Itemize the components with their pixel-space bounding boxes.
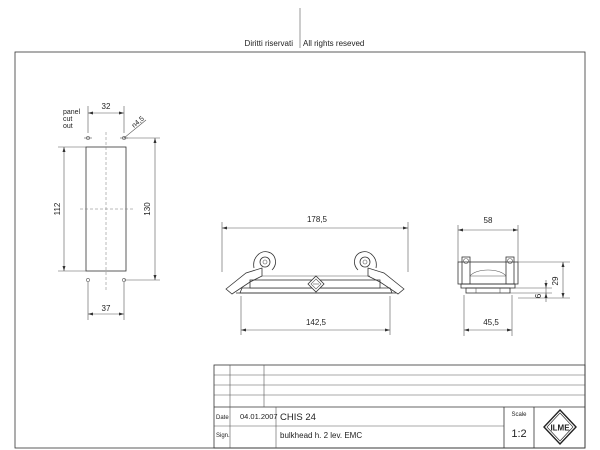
scale-label: Scale xyxy=(511,412,527,418)
side-dim-right-height: 29 xyxy=(551,276,560,285)
side-dim-right-small: 6 xyxy=(534,293,543,298)
logo-text: ILME xyxy=(550,424,570,433)
cutout-dim-bottom: 37 xyxy=(102,304,111,313)
cutout-dim-height-right: 130 xyxy=(143,202,152,216)
cutout-dim-hole: n4,5 xyxy=(131,115,146,129)
front-dim-bottom: 142,5 xyxy=(306,318,327,327)
sign-label: Sign. xyxy=(216,433,230,439)
cutout-dim-height-left: 112 xyxy=(53,202,62,215)
rights-reserved-italian: Diritti riservati xyxy=(245,39,294,48)
front-dim-top: 178,5 xyxy=(307,215,328,224)
title-block: Date 04.01.2007 Sign. CHIS 24 bulkhead h… xyxy=(213,364,586,449)
cutout-label-cut: cut xyxy=(63,116,72,123)
cutout-label-out: out xyxy=(63,123,73,130)
front-view: 178,5 142,5 xyxy=(221,215,409,335)
rights-reserved-english: All rights reseved xyxy=(303,39,364,48)
cutout-dim-top: 32 xyxy=(102,102,111,111)
side-dim-top: 58 xyxy=(484,216,493,225)
side-dim-bottom: 45,5 xyxy=(483,318,499,327)
scale-value: 1:2 xyxy=(511,428,526,440)
panel-cutout-view: panel cut out 32 n4,5 112 xyxy=(53,102,160,320)
product-description: bulkhead h. 2 lev. EMC xyxy=(280,431,362,440)
drawing-frame xyxy=(14,51,586,449)
side-view: 58 29 6 45,5 xyxy=(457,216,570,336)
ilme-logo: ILME xyxy=(543,408,577,446)
product-code: CHIS 24 xyxy=(280,412,316,423)
date-label: Date xyxy=(216,415,229,421)
cutout-label-panel: panel xyxy=(63,109,81,116)
date-value: 04.01.2007 xyxy=(240,412,278,421)
